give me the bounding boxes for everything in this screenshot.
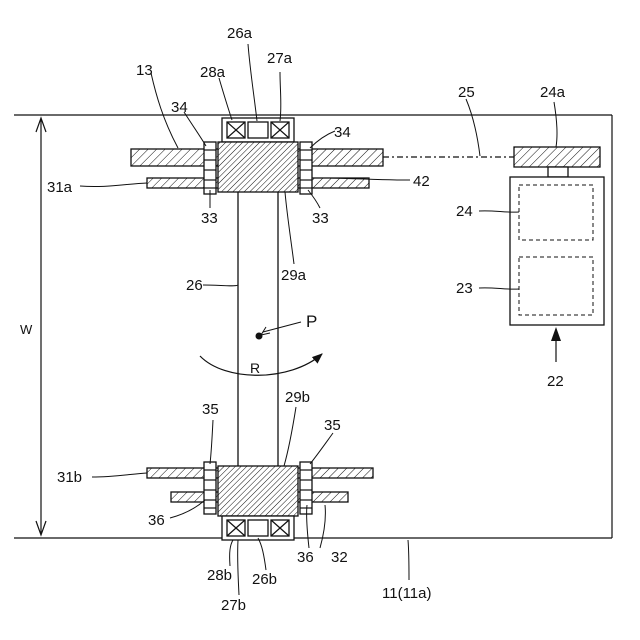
arrow-22 [551, 327, 561, 362]
label-26: 26 [186, 277, 203, 294]
label-32: 32 [331, 549, 348, 566]
lower-right-bolt [300, 462, 312, 514]
label-33-right: 33 [312, 210, 329, 227]
label-27b: 27b [221, 597, 246, 614]
upper-bearing-housing [222, 118, 294, 142]
label-36-right: 36 [297, 549, 314, 566]
label-11: 11(11a) [382, 585, 431, 602]
label-28a: 28a [200, 64, 226, 81]
label-34-right: 34 [334, 124, 351, 141]
label-22: 22 [547, 373, 564, 390]
label-26b: 26b [252, 571, 277, 588]
label-35-left: 35 [202, 401, 219, 418]
label-27a: 27a [267, 50, 293, 67]
lower-bearing-housing [222, 516, 294, 540]
label-24: 24 [456, 203, 473, 220]
label-36-left: 36 [148, 512, 165, 529]
label-23: 23 [456, 280, 473, 297]
label-31b: 31b [57, 469, 82, 486]
label-W: W [20, 322, 33, 337]
label-31a: 31a [47, 179, 73, 196]
lower-hub-29b [218, 466, 298, 516]
lower-left-bolt [204, 462, 216, 514]
label-P: P [306, 312, 317, 331]
upper-right-bolt [300, 142, 312, 194]
width-dimension [36, 118, 46, 535]
label-28b: 28b [207, 567, 232, 584]
label-24a: 24a [540, 84, 566, 101]
label-29b: 29b [285, 389, 310, 406]
label-26a: 26a [227, 25, 253, 42]
label-R: R [250, 360, 260, 376]
drive-unit-22 [510, 147, 604, 325]
label-33-left: 33 [201, 210, 218, 227]
label-34-left: 34 [171, 99, 188, 116]
label-25: 25 [458, 84, 475, 101]
label-42: 42 [413, 173, 430, 190]
upper-left-bolt [204, 142, 216, 194]
upper-hub-29a [218, 142, 298, 192]
label-13: 13 [136, 62, 153, 79]
pulley-24a [514, 147, 600, 167]
label-29a: 29a [281, 267, 307, 284]
label-35-right: 35 [324, 417, 341, 434]
